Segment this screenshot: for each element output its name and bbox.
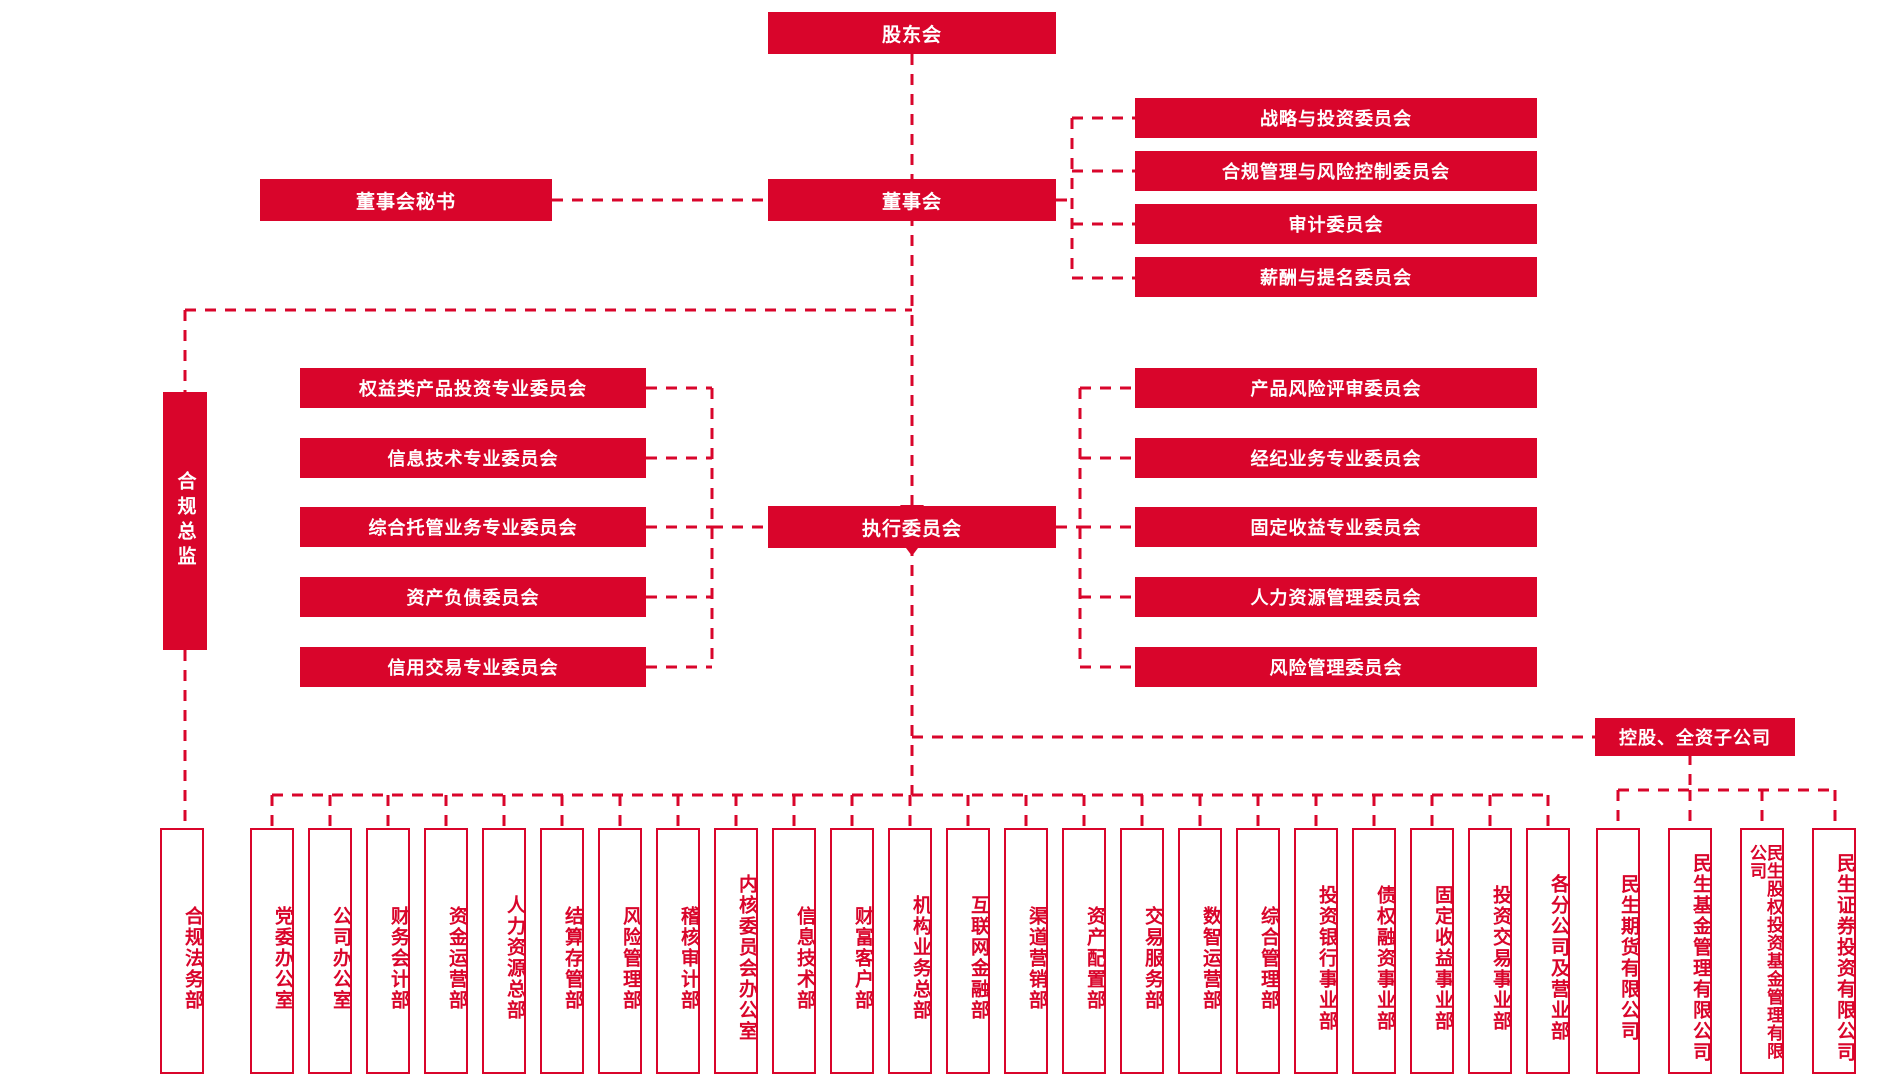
node-subsidiaries-header[interactable]: 控股、全资子公司	[1595, 718, 1795, 756]
dept-label: 资产配置部	[1084, 905, 1105, 1011]
node-risk-management-committee[interactable]: 风险管理委员会	[1135, 647, 1537, 687]
node-label: 产品风险评审委员会	[1250, 379, 1422, 399]
subsidiary-minsheng-equity-investment-fund-management[interactable]: 民生股权投资基金管理有限公司	[1740, 828, 1784, 1074]
dept-label: 渠道营销部	[1026, 905, 1047, 1011]
dept-general-management[interactable]: 综合管理部	[1236, 828, 1280, 1074]
node-product-risk-review-committee[interactable]: 产品风险评审委员会	[1135, 368, 1537, 408]
node-label: 综合托管业务专业委员会	[368, 518, 578, 538]
node-board-of-directors[interactable]: 董事会	[768, 179, 1056, 221]
node-credit-trading-committee[interactable]: 信用交易专业委员会	[300, 647, 646, 687]
dept-company-office[interactable]: 公司办公室	[308, 828, 352, 1074]
dept-fixed-income-division[interactable]: 固定收益事业部	[1410, 828, 1454, 1074]
subsidiary-label: 民生股权投资基金管理有限公司	[1747, 844, 1783, 1060]
dept-institutional-business-headquarters[interactable]: 机构业务总部	[888, 828, 932, 1074]
node-asset-liability-committee[interactable]: 资产负债委员会	[300, 577, 646, 617]
dept-internal-review-committee-office[interactable]: 内核委员会办公室	[714, 828, 758, 1074]
dept-branches-and-outlets[interactable]: 各分公司及营业部	[1526, 828, 1570, 1074]
node-equity-product-investment-committee[interactable]: 权益类产品投资专业委员会	[300, 368, 646, 408]
dept-label: 机构业务总部	[910, 895, 931, 1021]
subsidiary-label: 民生期货有限公司	[1618, 874, 1639, 1042]
node-information-technology-committee[interactable]: 信息技术专业委员会	[300, 438, 646, 478]
node-remuneration-nomination-committee[interactable]: 薪酬与提名委员会	[1135, 257, 1537, 297]
node-label: 董事会秘书	[355, 191, 456, 213]
subsidiary-minsheng-fund-management[interactable]: 民生基金管理有限公司	[1668, 828, 1712, 1074]
node-executive-committee[interactable]: 执行委员会	[768, 506, 1056, 548]
node-label: 执行委员会	[861, 518, 962, 540]
dept-debt-financing-division[interactable]: 债权融资事业部	[1352, 828, 1396, 1074]
dept-label: 交易服务部	[1142, 905, 1163, 1011]
subsidiary-label: 民生证券投资有限公司	[1834, 853, 1855, 1063]
node-label: 人力资源管理委员会	[1250, 588, 1422, 608]
dept-label: 结算存管部	[562, 905, 583, 1011]
dept-label: 风险管理部	[620, 905, 641, 1011]
dept-label: 投资银行事业部	[1316, 884, 1337, 1032]
node-label: 固定收益专业委员会	[1250, 518, 1422, 538]
node-label: 战略与投资委员会	[1260, 109, 1412, 129]
dept-information-technology[interactable]: 信息技术部	[772, 828, 816, 1074]
dept-label: 信息技术部	[794, 905, 815, 1011]
node-label: 审计委员会	[1288, 215, 1384, 235]
dept-risk-management[interactable]: 风险管理部	[598, 828, 642, 1074]
dept-label: 合规法务部	[182, 905, 203, 1011]
dept-treasury-operations[interactable]: 资金运营部	[424, 828, 468, 1074]
subsidiary-minsheng-futures[interactable]: 民生期货有限公司	[1596, 828, 1640, 1074]
dept-settlement-custody[interactable]: 结算存管部	[540, 828, 584, 1074]
node-fixed-income-committee[interactable]: 固定收益专业委员会	[1135, 507, 1537, 547]
node-label: 权益类产品投资专业委员会	[359, 379, 587, 399]
dept-label: 债权融资事业部	[1374, 884, 1395, 1032]
node-label: 合规管理与风险控制委员会	[1222, 162, 1450, 182]
dept-label: 互联网金融部	[968, 895, 989, 1021]
dept-trading-services[interactable]: 交易服务部	[1120, 828, 1164, 1074]
dept-label: 稽核审计部	[678, 905, 699, 1011]
dept-label: 投资交易事业部	[1490, 884, 1511, 1032]
dept-label: 党委办公室	[272, 905, 293, 1011]
dept-compliance-legal[interactable]: 合规法务部	[160, 828, 204, 1074]
dept-label: 财富客户部	[852, 905, 873, 1011]
dept-label: 公司办公室	[330, 905, 351, 1011]
dept-label: 人力资源总部	[504, 895, 525, 1021]
dept-digital-operations[interactable]: 数智运营部	[1178, 828, 1222, 1074]
node-label: 信息技术专业委员会	[387, 449, 559, 469]
dept-asset-allocation[interactable]: 资产配置部	[1062, 828, 1106, 1074]
node-shareholders-meeting[interactable]: 股东会	[768, 12, 1056, 54]
node-board-secretary[interactable]: 董事会秘书	[260, 179, 552, 221]
dept-label: 综合管理部	[1258, 905, 1279, 1011]
dept-wealth-client[interactable]: 财富客户部	[830, 828, 874, 1074]
node-label: 控股、全资子公司	[1619, 728, 1771, 748]
node-audit-committee[interactable]: 审计委员会	[1135, 204, 1537, 244]
dept-finance-accounting[interactable]: 财务会计部	[366, 828, 410, 1074]
node-compliance-risk-committee[interactable]: 合规管理与风险控制委员会	[1135, 151, 1537, 191]
dept-party-committee-office[interactable]: 党委办公室	[250, 828, 294, 1074]
dept-label: 数智运营部	[1200, 905, 1221, 1011]
node-label: 资产负债委员会	[406, 588, 540, 608]
node-label: 董事会	[881, 191, 942, 213]
node-integrated-custody-committee[interactable]: 综合托管业务专业委员会	[300, 507, 646, 547]
dept-internet-finance[interactable]: 互联网金融部	[946, 828, 990, 1074]
node-label: 风险管理委员会	[1269, 658, 1403, 678]
node-label: 信用交易专业委员会	[387, 658, 559, 678]
node-label: 经纪业务专业委员会	[1250, 449, 1422, 469]
node-strategy-investment-committee[interactable]: 战略与投资委员会	[1135, 98, 1537, 138]
subsidiary-minsheng-securities-investment[interactable]: 民生证券投资有限公司	[1812, 828, 1856, 1074]
dept-label: 财务会计部	[388, 905, 409, 1011]
dept-label: 固定收益事业部	[1432, 884, 1453, 1032]
dept-internal-audit[interactable]: 稽核审计部	[656, 828, 700, 1074]
node-label: 薪酬与提名委员会	[1260, 268, 1412, 288]
node-brokerage-business-committee[interactable]: 经纪业务专业委员会	[1135, 438, 1537, 478]
dept-channel-marketing[interactable]: 渠道营销部	[1004, 828, 1048, 1074]
node-compliance-officer[interactable]: 合规总监	[163, 392, 207, 650]
node-label: 股东会	[881, 24, 942, 46]
dept-label: 各分公司及营业部	[1548, 874, 1569, 1042]
dept-label: 资金运营部	[446, 905, 467, 1011]
node-human-resources-committee[interactable]: 人力资源管理委员会	[1135, 577, 1537, 617]
dept-investment-trading-division[interactable]: 投资交易事业部	[1468, 828, 1512, 1074]
dept-investment-banking-division[interactable]: 投资银行事业部	[1294, 828, 1338, 1074]
dept-label: 内核委员会办公室	[736, 874, 757, 1042]
dept-human-resources-headquarters[interactable]: 人力资源总部	[482, 828, 526, 1074]
subsidiary-label: 民生基金管理有限公司	[1690, 853, 1711, 1063]
node-label: 合规总监	[174, 471, 196, 571]
